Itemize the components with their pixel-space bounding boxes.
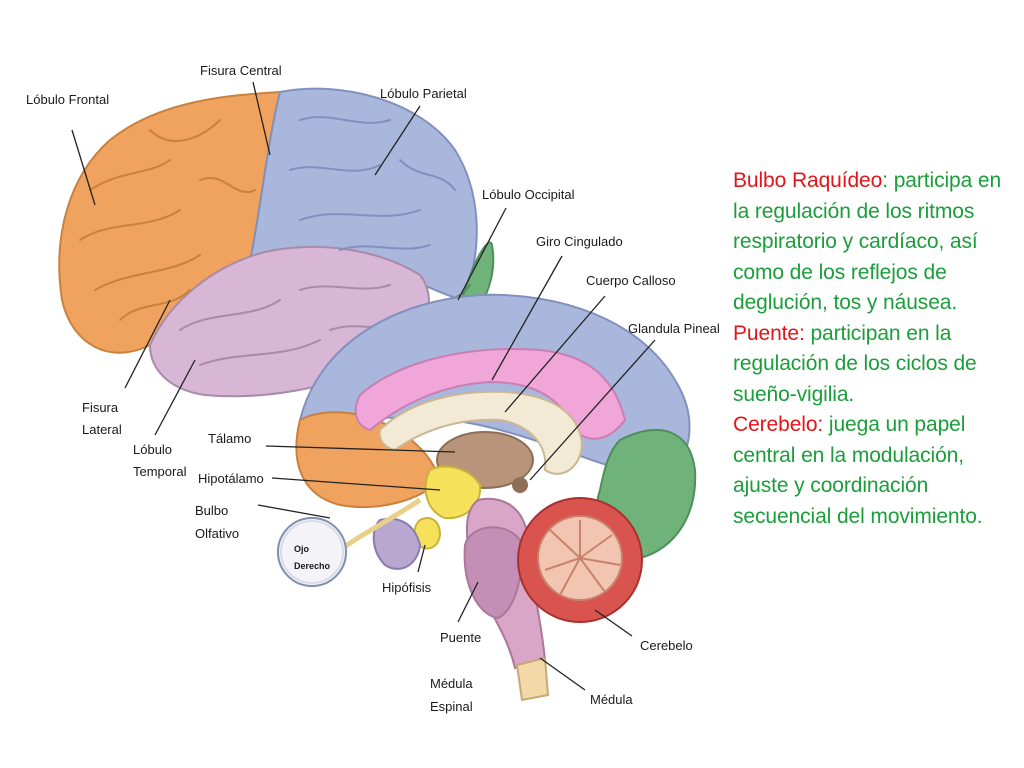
info-cerebelo-text: juega un papel central en la modulación,… <box>733 413 983 528</box>
label-frontal: Lóbulo Frontal <box>26 92 109 107</box>
label-corpus-callosum: Cuerpo Calloso <box>586 273 676 288</box>
leader-thalamus <box>265 445 456 453</box>
leader-pons <box>457 581 479 623</box>
label-medulla: Médula <box>590 692 633 707</box>
label-parietal: Lóbulo Parietal <box>380 86 467 101</box>
info-panel: Bulbo Raquídeo: participa en la regulaci… <box>733 166 1015 532</box>
label-eye-1: Ojo <box>294 544 310 554</box>
label-eye-2: Derecho <box>294 561 331 571</box>
info-bulbo: Bulbo Raquídeo: participa en la regulaci… <box>733 166 1015 319</box>
info-cerebelo: Cerebelo: juega un papel central en la m… <box>733 410 1015 532</box>
label-cingulate: Giro Cingulado <box>536 234 623 249</box>
leader-temporal <box>154 359 196 436</box>
label-spinal-2: Espinal <box>430 699 473 714</box>
label-pons: Puente <box>440 630 481 645</box>
leader-parietal <box>374 105 421 176</box>
right-eye <box>277 517 347 587</box>
label-occipital: Lóbulo Occipital <box>482 187 575 202</box>
label-hypothalamus: Hipotálamo <box>198 471 264 486</box>
info-puente-text: participan en la regulación de los ciclo… <box>733 321 977 406</box>
label-temporal-2: Temporal <box>133 464 187 479</box>
leader-occipital <box>457 207 507 301</box>
label-lateral-fissure-2: Lateral <box>82 422 122 437</box>
medial-brain-view <box>295 293 697 702</box>
info-bulbo-colon: : <box>882 169 888 192</box>
info-puente-colon: : <box>798 321 805 345</box>
leader-hypothalamus <box>271 477 441 491</box>
label-spinal-1: Médula <box>430 676 473 691</box>
info-bulbo-text: participa en la regulación de los ritmos… <box>733 169 1002 314</box>
leader-pituitary <box>417 544 426 573</box>
label-pituitary: Hipófisis <box>382 580 432 595</box>
leader-central <box>252 81 271 156</box>
leader-medulla <box>539 657 586 691</box>
label-central-fissure: Fisura Central <box>200 63 282 78</box>
labels: Lóbulo Frontal Fisura Central Lóbulo Par… <box>26 63 720 714</box>
label-cerebellum: Cerebelo <box>640 638 693 653</box>
label-thalamus: Tálamo <box>208 431 251 446</box>
label-olfactory-2: Olfativo <box>195 526 239 541</box>
leader-lines <box>71 81 656 691</box>
label-temporal-1: Lóbulo <box>133 442 172 457</box>
medial-temporal <box>372 517 422 570</box>
spinal-cord <box>515 656 550 702</box>
info-cerebelo-colon: : <box>817 413 824 436</box>
info-cerebelo-title: Cerebelo <box>733 413 818 436</box>
gyri-texture <box>79 116 471 366</box>
leader-frontal <box>71 129 96 206</box>
leader-olfactory <box>257 504 331 519</box>
leader-fissure <box>124 299 171 389</box>
label-olfactory-1: Bulbo <box>195 503 228 518</box>
leader-cingulate <box>491 255 563 381</box>
leader-pineal <box>529 339 656 481</box>
leader-cerebellum <box>594 609 633 637</box>
arbor-vitae <box>544 520 621 596</box>
leader-corpus <box>504 295 606 413</box>
info-bulbo-title: Bulbo Raquídeo <box>733 169 883 192</box>
label-pineal: Glandula Pineal <box>628 321 720 336</box>
pineal-gland <box>512 477 528 493</box>
info-puente-title: Puente <box>733 321 799 345</box>
label-lateral-fissure-1: Fisura <box>82 400 119 415</box>
info-puente: Puente: participan en la regulación de l… <box>733 319 1015 411</box>
corpus-callosum <box>378 390 584 475</box>
